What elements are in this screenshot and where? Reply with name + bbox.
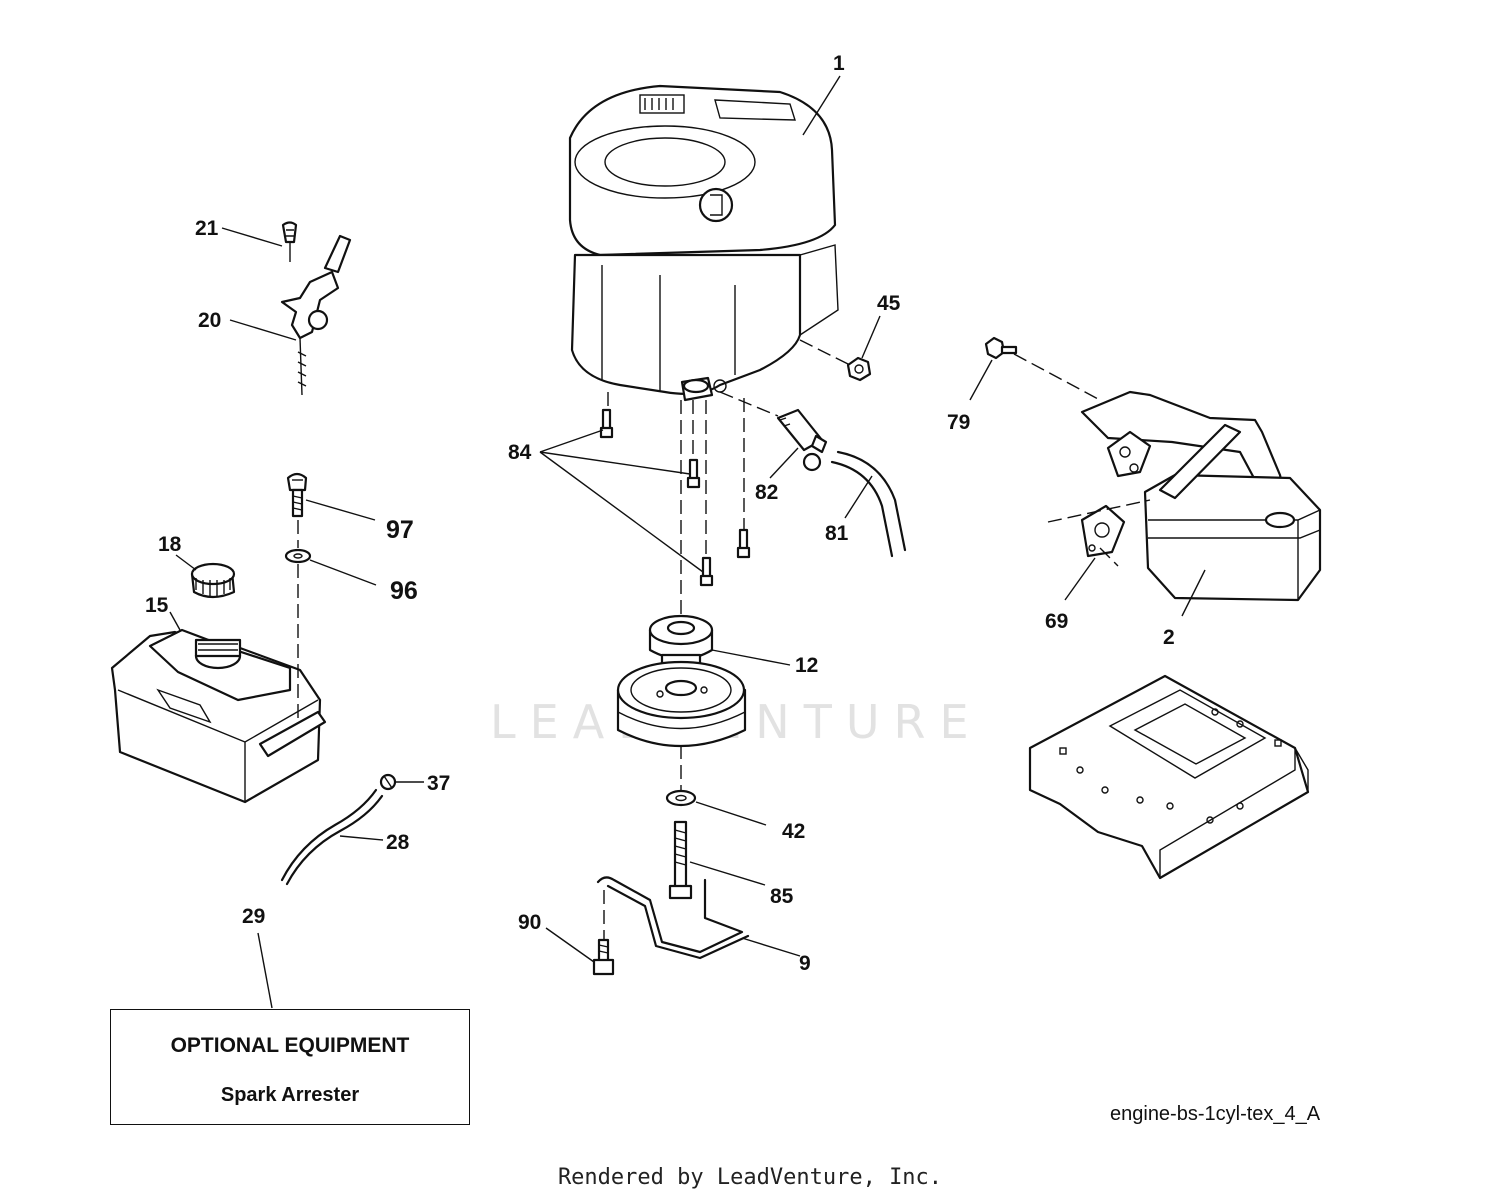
muffler-bolt-part [984, 336, 1018, 360]
leader-69 [1064, 557, 1096, 601]
callout-96: 96 [390, 577, 418, 605]
callout-2: 2 [1163, 626, 1175, 649]
render-credit: Rendered by LeadVenture, Inc. [557, 1165, 943, 1190]
callout-1: 1 [833, 52, 845, 75]
rod-bolt-part [592, 938, 615, 976]
muffler-part [1080, 390, 1322, 602]
callout-82: 82 [755, 481, 778, 504]
leader-9 [741, 937, 801, 957]
optional-equipment-box: OPTIONAL EQUIPMENT Spark Arrester [110, 1009, 470, 1125]
callout-18: 18 [158, 533, 182, 556]
dash-lines-84 [607, 392, 745, 558]
dash-line-82 [719, 391, 779, 417]
leader-90 [545, 927, 595, 963]
callout-84: 84 [508, 441, 532, 464]
leader-85 [689, 861, 766, 886]
callout-12: 12 [795, 654, 818, 677]
leader-12 [711, 649, 791, 666]
callout-69: 69 [1045, 610, 1068, 633]
fuel-tank-part [110, 628, 327, 804]
callout-85: 85 [770, 885, 794, 908]
callout-20: 20 [198, 309, 221, 332]
optional-equipment-item: Spark Arrester [220, 1084, 360, 1106]
leader-79 [969, 359, 993, 401]
leader-28 [339, 835, 384, 841]
nut-part [846, 356, 872, 382]
leader-20 [229, 319, 297, 341]
callout-21: 21 [195, 217, 219, 240]
fuel-hose-81-outline [830, 460, 894, 558]
throttle-control-part [280, 221, 352, 396]
muffler-gasket-part [1080, 504, 1126, 558]
leader-82 [769, 447, 799, 479]
optional-equipment-title: OPTIONAL EQUIPMENT [170, 1034, 410, 1057]
hose-clamp-part [379, 773, 397, 791]
callout-90: 90 [518, 911, 541, 934]
callout-15: 15 [145, 594, 169, 617]
leader-97 [305, 499, 376, 521]
tank-washer-part [284, 548, 312, 564]
engine-mounting-bolts-part [599, 408, 751, 587]
tank-screw-part [286, 472, 308, 518]
leader-15 [169, 611, 181, 631]
leader-96 [309, 559, 377, 586]
pulley-bolt-part [668, 820, 693, 900]
leader-81 [844, 475, 873, 519]
brake-rod-part [596, 876, 750, 960]
leader-29 [257, 932, 273, 1009]
engine-pulley-part [616, 614, 747, 748]
leader-1 [802, 75, 841, 136]
leader-18 [175, 554, 197, 571]
callout-37: 37 [427, 772, 450, 795]
fuel-hose-81-part [836, 450, 907, 552]
leader-2 [1181, 569, 1206, 617]
callout-81: 81 [825, 522, 849, 545]
diagram-id-label: engine-bs-1cyl-tex_4_A [1110, 1103, 1321, 1125]
callout-97: 97 [386, 516, 414, 544]
pulley-washer-part [665, 789, 697, 807]
callout-29: 29 [242, 905, 265, 928]
callout-45: 45 [877, 292, 901, 315]
dash-line-79 [1013, 353, 1101, 401]
fuel-line-part [280, 788, 384, 886]
callout-79: 79 [947, 411, 970, 434]
leader-45 [861, 315, 881, 359]
engine-mounting-plate-part [1028, 674, 1310, 880]
leaders-84 [539, 429, 704, 573]
leader-21 [221, 227, 283, 247]
callout-28: 28 [386, 831, 410, 854]
fuel-cap-part [190, 562, 236, 599]
callout-9: 9 [799, 952, 811, 975]
engine-part [568, 84, 839, 402]
leader-42 [695, 801, 767, 826]
callout-42: 42 [782, 820, 805, 843]
dash-lines-69 [1047, 499, 1151, 567]
dash-line-45 [799, 339, 851, 366]
fuel-valve-part [776, 408, 828, 472]
